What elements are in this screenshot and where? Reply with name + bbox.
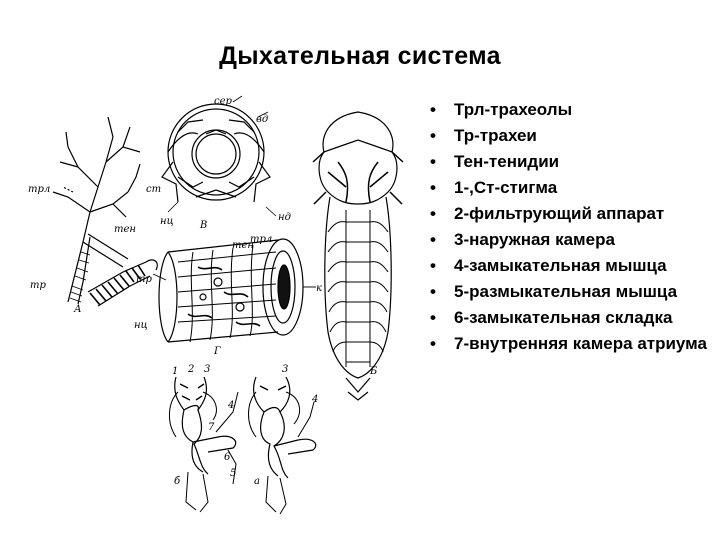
- label-3-right: 3: [282, 364, 288, 375]
- legend-item: •Трл-трахеолы: [430, 100, 573, 119]
- label-nd: нд: [278, 212, 291, 223]
- label-4: 4: [227, 400, 234, 411]
- legend-item: •Тен-тенидии: [430, 152, 560, 171]
- label-ten-a: тен: [114, 224, 136, 235]
- label-trl-a: трл: [28, 184, 50, 195]
- spiracle-section-a-drawing: [248, 376, 317, 515]
- label-vd: вд: [256, 114, 268, 125]
- legend-item: •7-внутренняя камера атриума: [430, 334, 707, 353]
- label-6: 6: [224, 452, 231, 463]
- legend-item-text: 7-внутренняя камера атриума: [454, 334, 707, 353]
- label-5: 5: [230, 468, 236, 479]
- label-trl-g: трл: [250, 234, 272, 245]
- legend-item-text: 1-,Ст-стигма: [454, 178, 558, 197]
- legend-list: •Трл-трахеолы •Тр-трахеи •Тен-тенидии •1…: [426, 100, 718, 360]
- label-2: 2: [187, 364, 194, 375]
- legend-item: •3-наружная камера: [430, 230, 615, 249]
- label-nc-top: нц: [160, 216, 174, 227]
- label-ten-g: тен: [232, 240, 254, 251]
- legend-item-text: Тр-трахеи: [454, 126, 537, 145]
- legend-item-text: Трл-трахеолы: [454, 100, 573, 119]
- legend-item: •Тр-трахеи: [430, 126, 537, 145]
- legend-item-text: Тен-тенидии: [454, 152, 560, 171]
- legend-item-text: 2-фильтрующий аппарат: [454, 204, 665, 223]
- legend-item: •2-фильтрующий аппарат: [430, 204, 665, 223]
- label-b-small: б: [174, 476, 181, 487]
- tracheal-cylinder-drawing: [152, 238, 316, 343]
- label-ser: сер: [214, 96, 233, 107]
- label-7: 7: [208, 422, 215, 433]
- legend-item: •1-,Ст-стигма: [430, 178, 558, 197]
- slide-title: Дыхательная система: [219, 42, 501, 70]
- label-tr-g: тр: [136, 274, 152, 285]
- label-nc-bottom: нц: [134, 320, 148, 331]
- label-tr-a: тр: [30, 280, 46, 291]
- label-A: А: [73, 304, 82, 315]
- legend-item: •5-размыкательная мышца: [430, 282, 678, 301]
- legend-item-text: 5-размыкательная мышца: [454, 282, 678, 301]
- label-3: 3: [204, 364, 210, 375]
- spiracle-section-b-drawing: [169, 376, 239, 513]
- cross-section-drawing: [161, 95, 277, 217]
- label-1: 1: [172, 366, 178, 377]
- legend-item: •4-замыкательная мышца: [430, 256, 667, 275]
- legend-item-text: 4-замыкательная мышца: [454, 256, 667, 275]
- legend-item-text: 6-замыкательная складка: [454, 308, 673, 327]
- label-B-insect: Б: [369, 366, 378, 377]
- label-st: ст: [146, 184, 161, 195]
- legend-item: •6-замыкательная складка: [430, 308, 673, 327]
- insect-tracheal-system-drawing: [312, 111, 404, 401]
- label-a-small: а: [254, 476, 260, 487]
- label-4-right: 4: [311, 394, 318, 405]
- label-V: В: [199, 220, 207, 231]
- trachea-branching-drawing: [52, 116, 158, 307]
- respiratory-system-illustration: сер вд трл ст нд тен нц В трл тен тр тр …: [28, 95, 404, 515]
- label-G: Г: [213, 346, 221, 357]
- label-k: к: [316, 283, 322, 294]
- legend-item-text: 3-наружная камера: [454, 230, 615, 249]
